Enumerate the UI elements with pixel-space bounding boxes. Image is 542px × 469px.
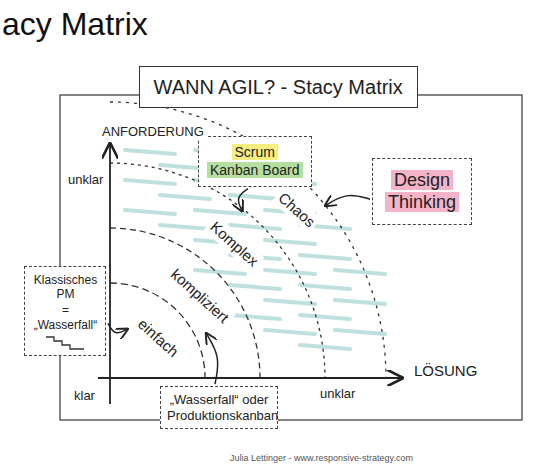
axis-title: ANFORDERUNG	[100, 124, 206, 139]
hatch-stroke	[300, 345, 350, 349]
x-axis	[98, 377, 402, 379]
zone-arcs	[110, 102, 386, 378]
hatch-stroke	[335, 330, 385, 334]
header-box: WANN AGIL? - Stacy Matrix	[139, 66, 418, 108]
hatch-stroke	[160, 195, 210, 199]
zone-label: Komplex	[204, 215, 265, 273]
axis-value: unklar	[318, 386, 357, 401]
hatch-stroke	[265, 270, 315, 274]
node-text: Scrum	[207, 144, 303, 161]
axis-title: LÖSUNG	[412, 362, 479, 379]
node-text: Komplex	[206, 218, 261, 270]
hatch-stroke	[230, 285, 280, 289]
hatch-stroke	[300, 285, 350, 289]
node-text: „Wasserfall“ oder Produktionskanban	[167, 392, 271, 423]
hatch-stroke	[230, 225, 280, 229]
hatch-stroke	[265, 330, 315, 334]
hatch-stroke	[265, 300, 315, 304]
node-text: Design Thinking	[381, 170, 463, 213]
slide-title: acy Matrix	[2, 6, 148, 43]
axis-value: unklar	[66, 172, 105, 187]
method-box: ScrumKanban Board	[198, 136, 312, 187]
hatch-stroke	[160, 225, 210, 229]
zone-arc	[110, 163, 325, 378]
connector-arrow	[206, 333, 217, 384]
hatch-stroke	[125, 210, 175, 214]
hatch-stroke	[195, 270, 245, 274]
connector-arrow	[108, 323, 128, 332]
method-box: Design Thinking	[372, 158, 472, 225]
zone-label: kompliziert	[164, 263, 235, 330]
zone-label: Chaos	[271, 186, 321, 234]
method-box: Klassisches PM=„Wasserfall“	[24, 266, 106, 356]
connector-arrow	[325, 196, 370, 206]
hatch-stroke	[265, 240, 315, 244]
node-text: WANN AGIL? - Stacy Matrix	[154, 75, 403, 99]
footer-credit: Julia Lettinger - www.responsive-strateg…	[228, 453, 415, 463]
node-text: Kanban Board	[207, 162, 303, 179]
node-text: kompliziert	[167, 265, 232, 326]
staircase-icon	[44, 335, 88, 351]
hatch-stroke	[300, 255, 350, 259]
node-text: =	[30, 303, 101, 317]
hatch-stroke	[300, 315, 350, 319]
y-axis	[109, 144, 111, 404]
node-text: einfach	[134, 315, 182, 361]
hatch-stroke	[335, 270, 385, 274]
slide-frame	[60, 95, 522, 420]
hatch-stroke	[195, 210, 245, 214]
hatch-stroke	[230, 315, 280, 319]
highlighted-text: Scrum	[232, 144, 278, 160]
axis-value: klar	[72, 388, 97, 403]
connector-arrow	[238, 189, 248, 212]
node-text: „Wasserfall“	[30, 318, 101, 332]
hatch-stroke	[125, 150, 175, 154]
staircase-line	[46, 337, 84, 349]
node-text: Klassisches PM	[30, 273, 101, 302]
highlighted-text: Design Thinking	[385, 170, 459, 212]
node-text: Chaos	[274, 189, 318, 231]
zone-arc	[110, 102, 386, 378]
zone-label: einfach	[131, 312, 185, 363]
hatch-stroke	[335, 300, 385, 304]
method-box: „Wasserfall“ oder Produktionskanban	[160, 386, 278, 429]
highlighted-text: Kanban Board	[207, 162, 303, 178]
hatch-stroke	[125, 180, 175, 184]
